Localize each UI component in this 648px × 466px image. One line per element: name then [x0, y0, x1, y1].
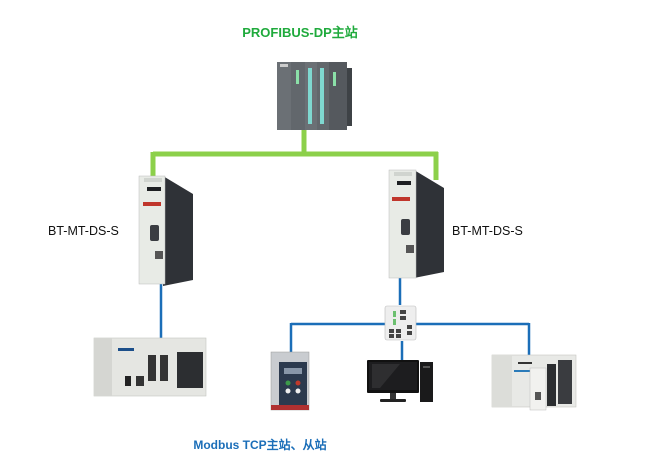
- gateway-right[interactable]: [388, 169, 444, 279]
- modbus-plc-right[interactable]: [491, 354, 577, 411]
- ethernet-switch[interactable]: [384, 305, 417, 341]
- gateway-right-label: BT-MT-DS-S: [452, 224, 523, 238]
- modbus-drive[interactable]: [270, 351, 310, 411]
- gateway-left-label: BT-MT-DS-S: [48, 224, 119, 238]
- modbus-plc-left[interactable]: [93, 337, 207, 397]
- profibus-master-plc[interactable]: [277, 62, 352, 130]
- profibus-master-label: PROFIBUS-DP主站: [242, 25, 358, 40]
- modbus-pc[interactable]: [367, 360, 433, 402]
- gateway-left[interactable]: [138, 175, 193, 286]
- ethernet-links: [159, 275, 531, 360]
- modbus-footer-label: Modbus TCP主站、从站: [193, 438, 327, 452]
